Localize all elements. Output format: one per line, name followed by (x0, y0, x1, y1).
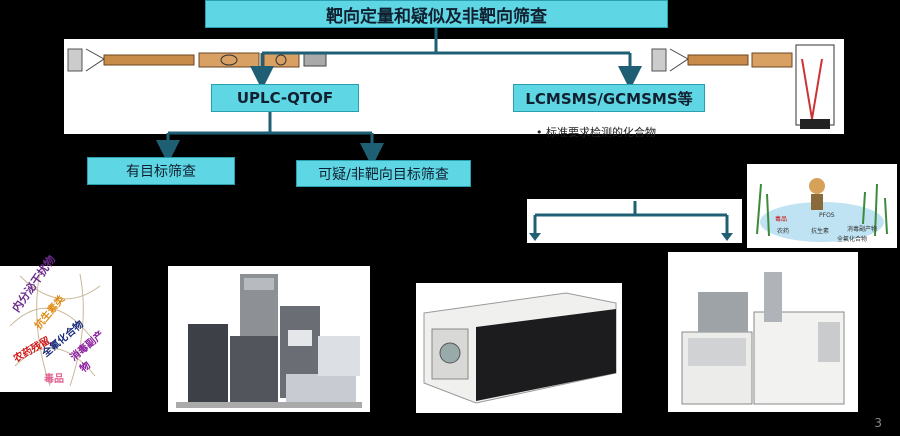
bullet-text: • 标准要求检测的化合物 (536, 124, 656, 140)
uplc-qtof-instrument-image (168, 266, 370, 412)
eco-label-4: 消毒副产物 (847, 226, 878, 233)
lcmsms-instrument-image (416, 283, 622, 413)
eco-label-2: 农药 (777, 228, 790, 235)
contaminant-word-cloud: 内分泌干扰物 抗生素类 全氟化合物 消毒副产物 农药残留 毒品 (0, 253, 112, 392)
uplc-qtof-drawing (176, 274, 362, 408)
slide-title: 靶向定量和疑似及非靶向筛查 (205, 0, 668, 28)
eco-label-0: 毒品 (775, 216, 788, 223)
ms-diagram-panel (64, 39, 844, 134)
lcmsms-drawing (423, 292, 617, 404)
suspect-screening-box: 可疑/非靶向目标筛查 (296, 160, 471, 187)
net-lines (0, 266, 112, 392)
eco-illustration: 毒品 PFOS 农药 抗生素 消毒副产物 全氟化合物 (747, 164, 897, 248)
gcmsms-instrument-image (668, 252, 858, 412)
lcmsms-gcmsms-box: LCMSMS/GCMSMS等 (513, 84, 705, 112)
split-arrow-icon (529, 199, 733, 241)
eco-label-3: 抗生素 (811, 228, 830, 235)
eco-label-1: PFOS (819, 212, 835, 219)
bullet-dot: • (536, 126, 546, 139)
bullet-label: 标准要求检测的化合物 (546, 126, 656, 139)
split-arrow-panel (527, 199, 742, 243)
triple-quad-schematic (651, 44, 835, 129)
cloud-word-5: 毒品 (44, 374, 64, 385)
mass-spec-schematics (67, 44, 835, 129)
qtof-schematic (67, 48, 327, 72)
uplc-qtof-box: UPLC-QTOF (211, 84, 359, 112)
gcmsms-drawing (681, 272, 845, 405)
page-number: 3 (874, 416, 882, 430)
contaminant-environment-image (747, 178, 897, 242)
targeted-screening-box: 有目标筛查 (87, 157, 235, 185)
eco-label-5: 全氟化合物 (837, 236, 868, 243)
